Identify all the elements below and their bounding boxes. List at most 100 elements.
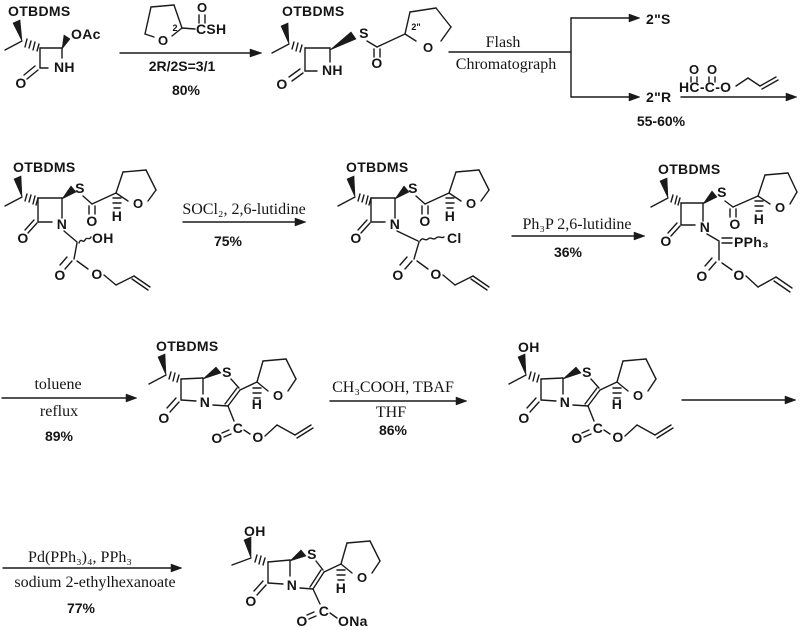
atom-label-cl: Cl [447, 230, 462, 246]
bond [227, 405, 235, 422]
atom-label-o: O [571, 430, 582, 446]
atom-label-ona: ONa [338, 613, 368, 629]
arrowhead [455, 396, 468, 406]
atom-label-o: O [133, 196, 143, 211]
bond [168, 371, 172, 380]
atom-label-o: O [350, 230, 361, 246]
bond [399, 256, 408, 266]
atom-label-o: O [466, 196, 476, 211]
atom-label-o: O [660, 233, 671, 249]
atom-label-c: C [593, 420, 603, 436]
bond [173, 4, 183, 29]
atom-label-n: N [287, 577, 297, 593]
bond [645, 358, 657, 380]
bond [789, 191, 798, 205]
bond [773, 280, 791, 293]
structure-4-chloro-ester: OTBDMS N O S O O H Cl O O [337, 159, 490, 291]
arrowhead [628, 92, 641, 102]
reagent-text: Ph₃P 2,6-lutidine [523, 216, 632, 233]
reagent-text: sodium 2-ethylhexanoate [14, 574, 175, 591]
wedge-bond [517, 353, 527, 376]
bond [532, 372, 536, 382]
yield-text: 80% [172, 82, 201, 98]
structure-8-penem-sodium-salt: OH N O S O H C O ONa [231, 523, 381, 629]
bond [590, 378, 600, 389]
bond [622, 358, 647, 362]
reagent-thf-thioacid: O 2 O CSH [144, 0, 226, 48]
bond [396, 230, 419, 242]
atom-label-o: O [775, 200, 785, 215]
atom-label-o: O [276, 76, 287, 92]
atom-label-o: O [633, 388, 643, 403]
arrowhead [784, 395, 797, 405]
bond [440, 26, 452, 42]
bond [312, 588, 321, 605]
atom-label-o: O [419, 213, 430, 229]
bond [82, 195, 93, 205]
arrowhead [633, 231, 646, 241]
bond [587, 405, 595, 422]
reagent-text: CH₃COOH, TBAF [332, 379, 454, 396]
atom-label-nh: NH [54, 59, 75, 75]
bond [424, 192, 450, 205]
arrowhead [785, 92, 798, 102]
squiggle-bond [419, 236, 445, 242]
bond [323, 563, 342, 573]
bond [28, 194, 32, 203]
atom-label-s: S [307, 546, 317, 562]
atom-label-h: H [754, 211, 764, 227]
bond [147, 189, 157, 202]
atom-label-otbdms: OTBDMS [282, 3, 344, 19]
bond [708, 261, 717, 271]
bond [369, 540, 381, 562]
bond [231, 557, 252, 566]
bond [337, 196, 356, 207]
bond [115, 171, 124, 194]
bond [757, 174, 766, 197]
structure-3-hydroxy-ester: OTBDMS N O S O O H OH O O [4, 159, 157, 291]
bond [360, 222, 371, 234]
bond [294, 424, 312, 436]
atom-label-otbdms: OTBDMS [156, 338, 218, 354]
bond [361, 194, 365, 203]
bond [365, 195, 369, 205]
bond [169, 401, 180, 413]
bond [262, 358, 287, 362]
bond [180, 377, 204, 380]
bond [76, 260, 89, 270]
bond [528, 371, 532, 380]
bond [656, 427, 674, 439]
bond [529, 401, 540, 413]
bond [32, 195, 36, 205]
bond [315, 560, 324, 571]
yield-text: 77% [67, 600, 96, 616]
bond [256, 381, 269, 392]
wedge-bond [659, 177, 669, 199]
bond [654, 424, 672, 436]
bond [144, 33, 155, 38]
bond [340, 542, 348, 565]
bond [787, 172, 798, 193]
bond [480, 189, 490, 202]
atom-label-otbdms: OTBDMS [13, 159, 75, 175]
structure-2-thioester-azetidinone: OTBDMS NH O S O O 2" [271, 3, 452, 92]
bond [584, 387, 598, 405]
bond [309, 569, 322, 588]
bond [115, 192, 129, 202]
wedge-bond [13, 175, 23, 198]
bond [581, 429, 590, 434]
atom-label-o: O [15, 75, 26, 91]
atom-label-h: H [252, 396, 262, 412]
atom-label-o: O [86, 213, 97, 229]
atom-label-oh: OH [244, 523, 266, 539]
atom-label-otbdms: OTBDMS [658, 161, 720, 177]
bond [376, 33, 406, 48]
bond [23, 65, 36, 76]
bond [757, 195, 771, 205]
atom-label-n: N [560, 394, 570, 410]
wedge-bond [280, 22, 290, 45]
atom-label-h: H [336, 580, 346, 596]
reaction-arrow-1: 2R/2S=3/1 80% [119, 48, 263, 98]
atom-label-otbdms: OTBDMS [8, 3, 70, 19]
